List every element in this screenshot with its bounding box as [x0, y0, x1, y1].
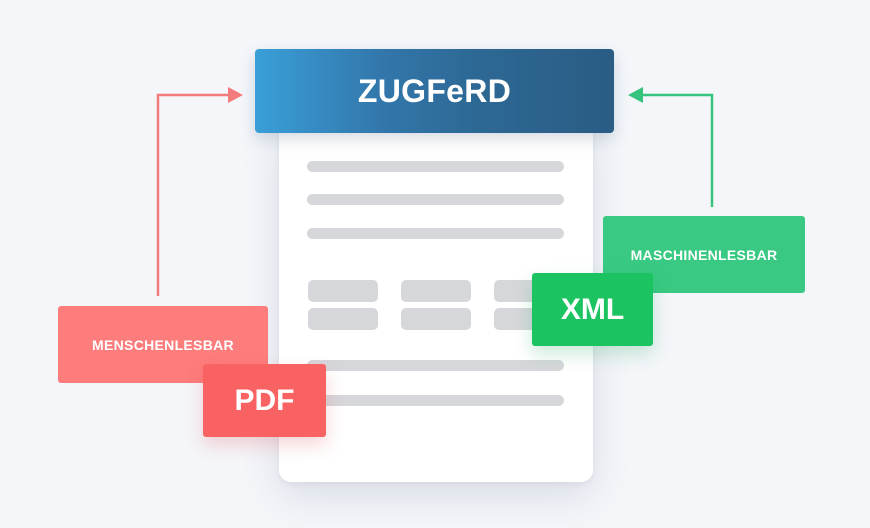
- arrow-right-icon: [228, 87, 243, 103]
- table-cell-placeholder: [308, 308, 378, 330]
- xml-badge: XML: [532, 273, 653, 346]
- text-line-placeholder: [307, 360, 564, 371]
- machine-readable-connector: [638, 93, 714, 207]
- text-line-placeholder: [307, 228, 564, 239]
- text-line-placeholder: [307, 194, 564, 205]
- zugferd-header: ZUGFeRD: [255, 49, 614, 133]
- table-cell-placeholder: [401, 308, 471, 330]
- pdf-badge: PDF: [203, 364, 326, 437]
- table-cell-placeholder: [401, 280, 471, 302]
- text-line-placeholder: [307, 395, 564, 406]
- text-line-placeholder: [307, 161, 564, 172]
- table-cell-placeholder: [308, 280, 378, 302]
- human-readable-connector: [156, 93, 234, 296]
- arrow-left-icon: [628, 87, 643, 103]
